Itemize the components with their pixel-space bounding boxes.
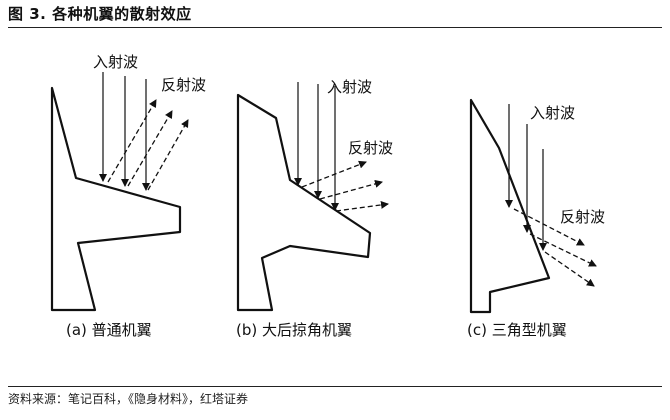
reflected-ray-c3 xyxy=(544,251,595,287)
reflected-ray-c1 xyxy=(513,208,585,246)
wing-a-outline xyxy=(50,86,182,312)
bottom-rule xyxy=(8,386,662,387)
incident-wave-label-b: 入射波 xyxy=(327,78,372,96)
reflected-ray-a2 xyxy=(127,110,173,187)
reflected-wave-label-a: 反射波 xyxy=(161,76,206,94)
incident-wave-label-c: 入射波 xyxy=(530,104,575,122)
reflected-wave-label-b: 反射波 xyxy=(348,139,393,157)
wing-c-outline xyxy=(469,98,551,314)
panel-label-c: (c) 三角型机翼 xyxy=(467,321,567,339)
top-rule xyxy=(8,27,662,28)
panel-a: 入射波 反射波 (a) 普通机翼 xyxy=(50,53,206,339)
incident-wave-label-a: 入射波 xyxy=(93,53,138,71)
reflected-ray-c2 xyxy=(529,233,597,267)
source-note: 资料来源：笔记百科，《隐身材料》，红塔证券 xyxy=(8,392,249,406)
reflected-ray-a3 xyxy=(147,119,189,191)
panel-b: 入射波 反射波 (b) 大后掠角机翼 xyxy=(236,78,393,339)
panel-c: 入射波 反射波 (c) 三角型机翼 xyxy=(467,98,605,339)
reflected-ray-b3 xyxy=(335,200,389,212)
reflected-ray-b2 xyxy=(319,179,383,200)
reflected-ray-b1 xyxy=(301,160,367,188)
panel-label-b: (b) 大后掠角机翼 xyxy=(236,321,352,339)
panel-label-a: (a) 普通机翼 xyxy=(66,321,152,339)
figure-title: 图 3. 各种机翼的散射效应 xyxy=(8,5,192,23)
wing-b-outline xyxy=(236,93,372,312)
reflected-wave-label-c: 反射波 xyxy=(560,208,605,226)
reflected-ray-a1 xyxy=(107,99,157,183)
